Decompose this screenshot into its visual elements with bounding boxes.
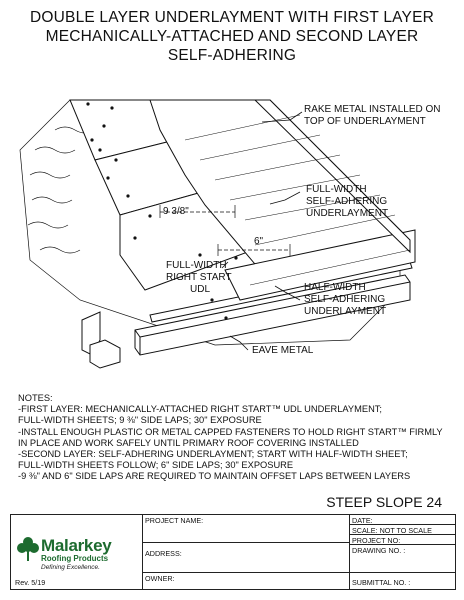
- callout-right-start-1: FULL-WIDTH: [166, 260, 227, 271]
- scale-field: SCALE: NOT TO SCALE: [349, 525, 455, 535]
- note-line: -INSTALL ENOUGH PLASTIC OR METAL CAPPED …: [18, 426, 443, 437]
- callout-right-start-2: RIGHT START: [166, 272, 232, 283]
- title-line-1: DOUBLE LAYER UNDERLAYMENT WITH FIRST LAY…: [29, 9, 434, 26]
- logo-cell: Malarkey Roofing Products Defining Excel…: [11, 515, 143, 589]
- logo-sub: Roofing Products: [41, 554, 109, 563]
- callout-text: RAKE METAL INSTALLED ON TOP OF UNDERLAYM…: [163, 104, 441, 356]
- note-line: -SECOND LAYER: SELF-ADHERING UNDERLAYMEN…: [18, 449, 408, 460]
- date-field: DATE:: [349, 515, 455, 525]
- title-block: Malarkey Roofing Products Defining Excel…: [10, 514, 456, 590]
- callout-right-start-3: UDL: [190, 284, 210, 295]
- owner-field: OWNER:: [145, 574, 175, 583]
- callout-full-width-1: FULL-WIDTH: [306, 184, 367, 195]
- callout-eave-metal: EAVE METAL: [252, 345, 314, 356]
- notes-block: NOTES: -FIRST LAYER: MECHANICALLY-ATTACH…: [18, 393, 458, 483]
- title-line-2: MECHANICALLY-ATTACHED AND SECOND LAYER: [45, 28, 419, 45]
- note-line: -FIRST LAYER: MECHANICALLY-ATTACHED RIGH…: [18, 404, 383, 415]
- drawing-title: DOUBLE LAYER UNDERLAYMENT WITH FIRST LAY…: [0, 8, 464, 65]
- callout-half-width-2: SELF-ADHERING: [304, 294, 385, 305]
- callout-dim-6: 6": [254, 236, 264, 247]
- note-line: -9 ⅜" AND 6" SIDE LAPS ARE REQUIRED TO M…: [18, 471, 411, 482]
- logo-tagline: Defining Excellence.: [41, 564, 100, 571]
- detail-id: STEEP SLOPE 24: [326, 494, 442, 510]
- callout-dim-9: 9 3/8": [163, 206, 189, 217]
- roof-detail-drawing: RAKE METAL INSTALLED ON TOP OF UNDERLAYM…: [19, 99, 441, 369]
- note-line: IN PLACE AND WORK SAFELY UNTIL PRIMARY R…: [18, 437, 359, 448]
- revision-label: Rev. 5/19: [15, 578, 46, 587]
- callout-rake-metal-2: TOP OF UNDERLAYMENT: [304, 116, 426, 127]
- dimension-9-3-8: [159, 205, 236, 218]
- shamrock-icon: [17, 537, 39, 561]
- drawing-info-cell: DATE: SCALE: NOT TO SCALE PROJECT NO: DR…: [349, 515, 455, 589]
- rake-metal: [253, 99, 411, 254]
- project-no-field: PROJECT NO:: [349, 535, 455, 545]
- notes-heading: NOTES:: [18, 393, 53, 403]
- leader-lines: [221, 111, 303, 351]
- callout-half-width-1: HALF-WIDTH: [304, 282, 366, 293]
- dimension-6: [217, 244, 291, 256]
- callout-half-width-3: UNDERLAYMENT: [304, 306, 386, 317]
- title-line-3: SELF-ADHERING: [167, 47, 297, 64]
- callout-full-width-3: UNDERLAYMENT: [306, 208, 388, 219]
- callout-rake-metal-1: RAKE METAL INSTALLED ON: [304, 104, 441, 115]
- address-field: ADDRESS:: [142, 543, 349, 573]
- rafter-right: [89, 339, 121, 369]
- second-layer-half-width: [224, 229, 416, 301]
- note-line: FULL-WIDTH SHEETS; 9 ⅜" SIDE LAPS; 30" E…: [18, 415, 262, 426]
- project-name-field: PROJECT NAME:: [142, 515, 349, 543]
- project-info-cell: PROJECT NAME: ADDRESS: OWNER:: [142, 515, 350, 589]
- sheet-texture-lines: [184, 114, 411, 286]
- submittal-no-field: SUBMITTAL NO. :: [352, 578, 411, 587]
- drawing-no-field: DRAWING NO. :: [349, 545, 455, 573]
- fascia-board: [134, 274, 411, 356]
- callout-full-width-2: SELF-ADHERING: [306, 196, 387, 207]
- note-line: FULL-WIDTH SHEETS FOLLOW; 6" SIDE LAPS; …: [18, 460, 294, 471]
- logo-name: Malarkey: [41, 536, 112, 555]
